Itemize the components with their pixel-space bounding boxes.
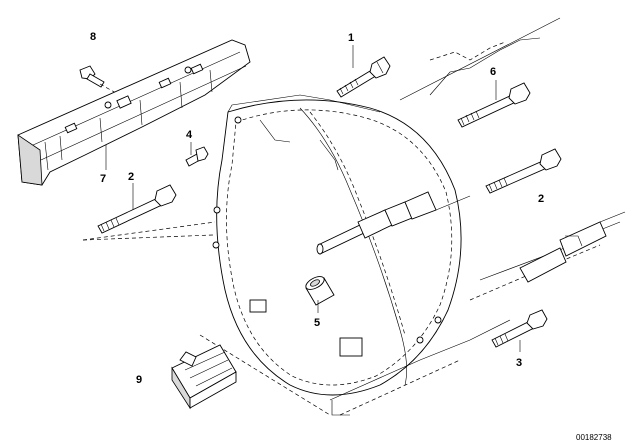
callout-3: 3 [516, 357, 522, 369]
input-shaft [316, 191, 471, 255]
callout-8: 8 [90, 31, 96, 43]
callout-2-right: 2 [538, 193, 544, 205]
part-7-bracket [17, 39, 251, 186]
callout-5: 5 [314, 317, 320, 329]
part-2-bolt-right [485, 148, 562, 194]
callout-2-left: 2 [128, 171, 134, 183]
callout-1: 1 [348, 32, 354, 44]
callout-4: 4 [186, 129, 193, 141]
document-id: 00182738 [576, 433, 612, 442]
transmission-housing [212, 94, 462, 396]
part-6-bolt [457, 82, 531, 128]
background-outlines [199, 17, 621, 416]
part-9-clip [171, 344, 237, 410]
leader-lines [105, 45, 521, 352]
part-4-bolt [185, 146, 209, 167]
part-5-sleeve [305, 276, 335, 306]
part-3-bolt [491, 309, 548, 348]
callout-labels: 1 2 2 3 4 5 6 7 8 9 [90, 31, 544, 386]
callout-6: 6 [490, 66, 496, 78]
callout-9: 9 [136, 374, 142, 386]
callout-7: 7 [100, 173, 106, 185]
output-shaft [519, 211, 626, 283]
part-1-bolt [336, 56, 391, 98]
part-2-bolt-left [82, 184, 216, 241]
